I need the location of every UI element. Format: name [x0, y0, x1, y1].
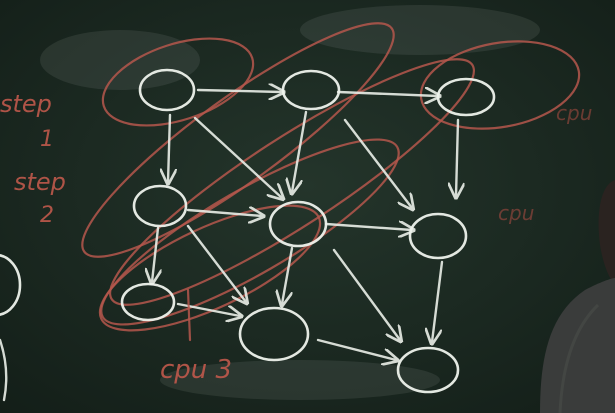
- node-i: [396, 346, 460, 394]
- edge-c-f: [456, 118, 458, 196]
- person-silhouette: [540, 180, 615, 413]
- edge-e-i: [332, 248, 400, 340]
- group-ellipse-4: [100, 138, 400, 326]
- cpu-label-right-mid: cpu: [498, 201, 534, 225]
- edge-b-f: [343, 118, 412, 208]
- cpu3-pointer-mark: [186, 288, 192, 342]
- node-d: [132, 184, 188, 228]
- group-ellipse-2: [81, 22, 395, 258]
- edge-d-e: [186, 210, 262, 216]
- node-h: [238, 306, 310, 362]
- edge-b-e: [292, 110, 308, 192]
- node-g: [120, 282, 176, 322]
- cpu-label-right-top: cpu: [556, 101, 592, 125]
- node-a: [138, 68, 196, 112]
- group-ellipse-6: [419, 40, 581, 130]
- red-group-ellipses: [81, 22, 581, 332]
- edge-d-g: [152, 226, 158, 282]
- node-e: [268, 200, 328, 248]
- edge-e-h: [282, 246, 294, 304]
- edge-b-c: [336, 92, 438, 96]
- edge-a-b: [196, 90, 282, 92]
- chalk-smudges: [40, 5, 540, 400]
- step1-word: step: [0, 90, 52, 118]
- edge-a-e: [193, 116, 282, 198]
- node-f: [408, 212, 468, 260]
- edge-d-h: [186, 224, 246, 302]
- group-ellipse-1: [101, 37, 255, 127]
- edge-offscreen-left: [0, 338, 8, 402]
- edge-h-i: [316, 338, 396, 360]
- dag-nodes: [120, 68, 496, 394]
- edge-f-i: [432, 260, 444, 342]
- step2-number: 2: [40, 203, 54, 228]
- cpu3-label: cpu 3: [160, 355, 232, 385]
- node-offscreen-left: [0, 254, 22, 316]
- group-ellipse-3: [109, 58, 475, 306]
- edge-a-d: [168, 113, 170, 182]
- step1-number: 1: [40, 127, 54, 152]
- edge-e-f: [324, 224, 412, 230]
- node-c: [436, 77, 496, 117]
- step2-word: step: [14, 168, 66, 196]
- node-b: [281, 69, 341, 111]
